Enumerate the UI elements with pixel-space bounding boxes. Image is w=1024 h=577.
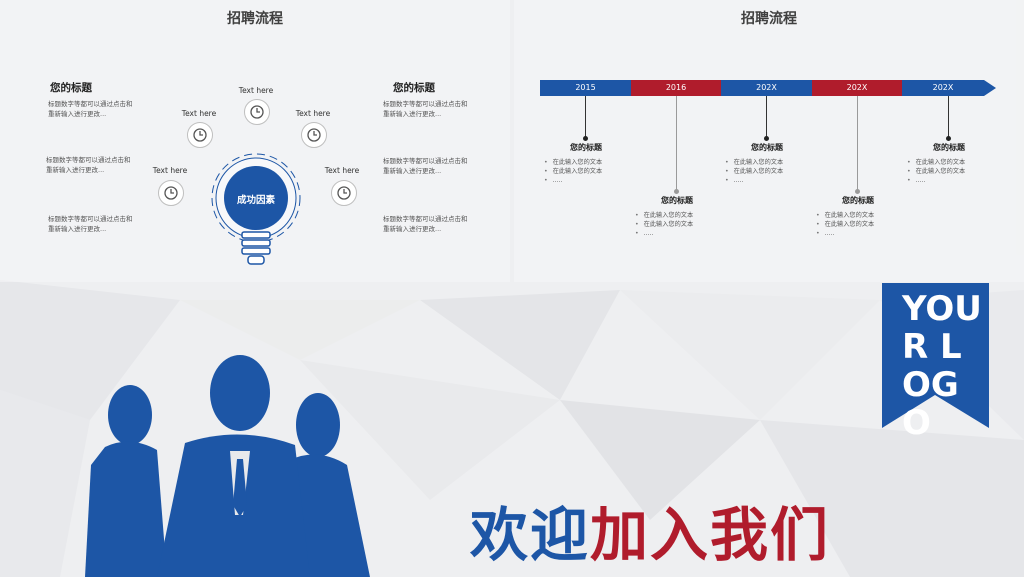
- icon-label-upper-left: Text here: [169, 109, 229, 118]
- milestone-item: 在此输入您的文本: [907, 167, 965, 176]
- milestone-title: 您的标题: [909, 142, 989, 153]
- right-text-1: 标题数字等都可以通过点击和 重新输入进行更改...: [383, 99, 468, 119]
- timeline-segment: 2016: [631, 80, 721, 96]
- icon-label-lower-right: Text here: [312, 166, 372, 175]
- right-text-2: 标题数字等都可以通过点击和 重新输入进行更改...: [383, 156, 468, 176]
- milestone-list: 在此输入您的文本 在此输入您的文本 .....: [635, 211, 693, 238]
- icon-label-top: Text here: [226, 86, 286, 95]
- icon-label-lower-left: Text here: [140, 166, 200, 175]
- milestone-item: 在此输入您的文本: [816, 211, 874, 220]
- timeline-dot: [946, 136, 951, 141]
- timeline-segment: 2015: [540, 80, 631, 96]
- clock-icon: [301, 122, 327, 148]
- milestone-item: 在此输入您的文本: [635, 220, 693, 229]
- timeline-arrow-icon: [984, 80, 996, 96]
- timeline-segment: 202X: [721, 80, 812, 96]
- milestone-title: 您的标题: [727, 142, 807, 153]
- milestone-list: 在此输入您的文本 在此输入您的文本 .....: [816, 211, 874, 238]
- icon-label-upper-right: Text here: [283, 109, 343, 118]
- logo-text: YOUR LOGO: [902, 290, 987, 442]
- clock-icon: [187, 122, 213, 148]
- timeline-dot: [855, 189, 860, 194]
- timeline-connector: [857, 96, 858, 191]
- left-heading: 您的标题: [50, 80, 92, 95]
- milestone-item: .....: [816, 229, 874, 238]
- milestone-item: .....: [725, 176, 783, 185]
- milestone-item: 在此输入您的文本: [725, 158, 783, 167]
- welcome-part-blue: 欢迎: [470, 501, 590, 569]
- milestone-item: .....: [907, 176, 965, 185]
- slide-recruitment-timeline: 招聘流程 2015 2016 202X 202X 202X 您的标题 在此输入您…: [514, 0, 1024, 282]
- timeline-connector: [676, 96, 677, 191]
- left-text-2: 标题数字等都可以通过点击和 重新输入进行更改...: [46, 155, 131, 175]
- timeline-dot: [674, 189, 679, 194]
- timeline-connector: [948, 96, 949, 138]
- right-text-3: 标题数字等都可以通过点击和 重新输入进行更改...: [383, 214, 468, 234]
- right-heading: 您的标题: [393, 80, 435, 95]
- milestone-title: 您的标题: [546, 142, 626, 153]
- milestone-item: 在此输入您的文本: [544, 167, 602, 176]
- left-text-1: 标题数字等都可以通过点击和 重新输入进行更改...: [48, 99, 133, 119]
- timeline-connector: [585, 96, 586, 138]
- slide-title: 招聘流程: [514, 8, 1024, 28]
- milestone-item: 在此输入您的文本: [907, 158, 965, 167]
- business-people-silhouette: [85, 355, 385, 577]
- slide-recruitment-factors: 招聘流程 您的标题 标题数字等都可以通过点击和 重新输入进行更改... 标题数字…: [0, 0, 510, 282]
- lightbulb-gear-icon: [204, 148, 308, 270]
- milestone-title: 您的标题: [818, 195, 898, 206]
- milestone-list: 在此输入您的文本 在此输入您的文本 .....: [544, 158, 602, 185]
- timeline-dot: [764, 136, 769, 141]
- milestone-item: 在此输入您的文本: [635, 211, 693, 220]
- clock-icon: [331, 180, 357, 206]
- welcome-part-red: 加入我们: [590, 501, 830, 569]
- slide-title: 招聘流程: [0, 8, 510, 28]
- milestone-item: 在此输入您的文本: [816, 220, 874, 229]
- timeline-segment: 202X: [812, 80, 902, 96]
- milestone-list: 在此输入您的文本 在此输入您的文本 .....: [907, 158, 965, 185]
- timeline-connector: [766, 96, 767, 138]
- welcome-heading: 欢迎加入我们: [470, 500, 830, 570]
- milestone-item: .....: [635, 229, 693, 238]
- milestone-list: 在此输入您的文本 在此输入您的文本 .....: [725, 158, 783, 185]
- milestone-title: 您的标题: [637, 195, 717, 206]
- left-text-3: 标题数字等都可以通过点击和 重新输入进行更改...: [48, 214, 133, 234]
- center-label: 成功因素: [216, 192, 296, 206]
- timeline-segment: 202X: [902, 80, 984, 96]
- clock-icon: [244, 99, 270, 125]
- milestone-item: .....: [544, 176, 602, 185]
- clock-icon: [158, 180, 184, 206]
- timeline-dot: [583, 136, 588, 141]
- milestone-item: 在此输入您的文本: [725, 167, 783, 176]
- milestone-item: 在此输入您的文本: [544, 158, 602, 167]
